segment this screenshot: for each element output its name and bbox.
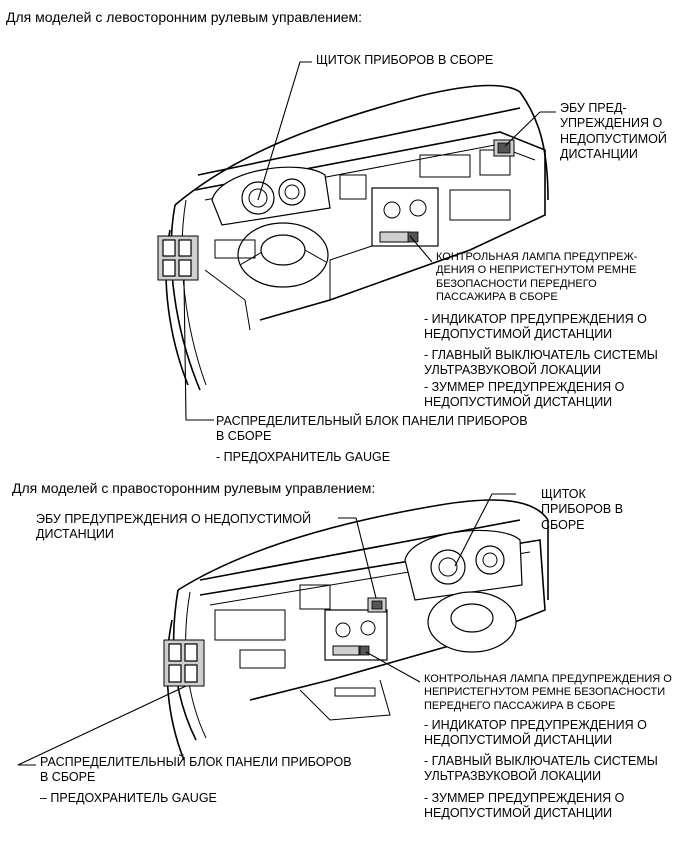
lhd-main-switch-label: - ГЛАВНЫЙ ВЫКЛЮЧАТЕЛЬ СИСТЕМЫ УЛЬТРАЗВУК… (424, 348, 658, 378)
rhd-indicator-label: - ИНДИКАТОР ПРЕДУПРЕЖДЕНИЯ О НЕДОПУСТИМО… (424, 718, 647, 748)
lhd-header: Для моделей с левосторонним рулевым упра… (6, 9, 363, 25)
rhd-buzzer-label: - ЗУММЕР ПРЕДУПРЕЖДЕНИЯ О НЕДОПУСТИМОЙ Д… (424, 791, 625, 821)
lhd-dashboard-illustration (157, 61, 556, 421)
rhd-junction-block-label: РАСПРЕДЕЛИТЕЛЬНЫЙ БЛОК ПАНЕЛИ ПРИБОРОВ В… (40, 755, 352, 785)
rhd-seatbelt-lamp-label: КОНТРОЛЬНАЯ ЛАМПА ПРЕДУПРЕЖДЕНИЯ О НЕПРИ… (424, 673, 672, 712)
lhd-junction-block-label: РАСПРЕДЕЛИТЕЛЬНЫЙ БЛОК ПАНЕЛИ ПРИБОРОВ В… (216, 414, 528, 444)
lhd-buzzer-label: - ЗУММЕР ПРЕДУПРЕЖДЕНИЯ О НЕДОПУСТИМОЙ Д… (424, 380, 625, 410)
lhd-indicator-label: - ИНДИКАТОР ПРЕДУПРЕЖДЕНИЯ О НЕДОПУСТИМО… (424, 312, 647, 342)
rhd-ecu-label: ЭБУ ПРЕДУПРЕЖДЕНИЯ О НЕДОПУСТИМОЙ ДИСТАН… (36, 512, 312, 542)
rhd-fuse-label: – ПРЕДОХРАНИТЕЛЬ GAUGE (40, 791, 217, 805)
lhd-fuse-label: - ПРЕДОХРАНИТЕЛЬ GAUGE (216, 450, 391, 464)
rhd-header: Для моделей с правосторонним рулевым упр… (12, 480, 376, 496)
lhd-seatbelt-lamp-label: КОНТРОЛЬНАЯ ЛАМПА ПРЕДУПРЕЖ- ДЕНИЯ О НЕП… (436, 251, 638, 304)
rhd-instrument-cluster-label: ЩИТОК ПРИБОРОВ В СБОРЕ (541, 487, 624, 532)
rhd-main-switch-label: - ГЛАВНЫЙ ВЫКЛЮЧАТЕЛЬ СИСТЕМЫ УЛЬТРАЗВУК… (424, 754, 658, 784)
lhd-instrument-cluster-label: ЩИТОК ПРИБОРОВ В СБОРЕ (316, 53, 494, 67)
lhd-ecu-label: ЭБУ ПРЕД- УПРЕЖДЕНИЯ О НЕДОПУСТИМОЙ ДИСТ… (560, 101, 667, 161)
